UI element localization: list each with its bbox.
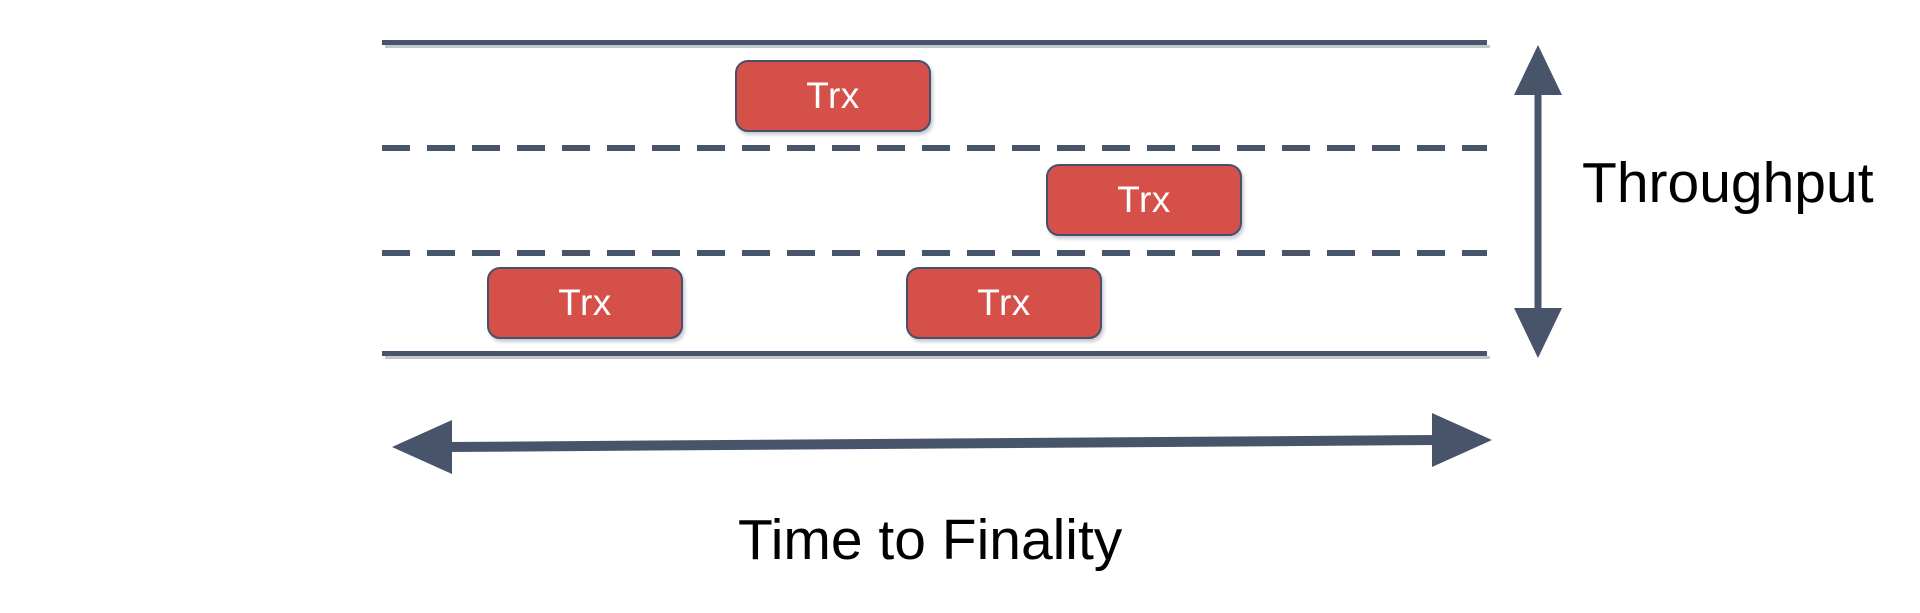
trx-block-label: Trx [806,74,860,116]
top-rail [382,40,1487,45]
time-to-finality-arrow [392,413,1492,474]
throughput-arrow [1514,45,1562,358]
trx-block-label: Trx [558,281,612,323]
trx-block[interactable]: Trx [906,267,1102,339]
trx-block-label: Trx [977,281,1031,323]
trx-block-label: Trx [1117,178,1171,220]
bottom-rail-shadow [385,356,1490,359]
arrow-head-right [1432,413,1492,467]
arrow-head-down [1514,308,1562,358]
arrow-head-up [1514,45,1562,95]
bottom-rail [382,351,1487,356]
trx-block[interactable]: Trx [735,60,931,132]
top-rail-shadow [385,45,1490,48]
trx-block[interactable]: Trx [1046,164,1242,236]
lane-divider-2 [382,250,1487,256]
arrow-head-left [392,420,452,474]
trx-block[interactable]: Trx [487,267,683,339]
time-to-finality-label: Time to Finality [738,508,1123,572]
lane-divider-1 [382,145,1487,151]
throughput-label: Throughput [1582,151,1874,215]
